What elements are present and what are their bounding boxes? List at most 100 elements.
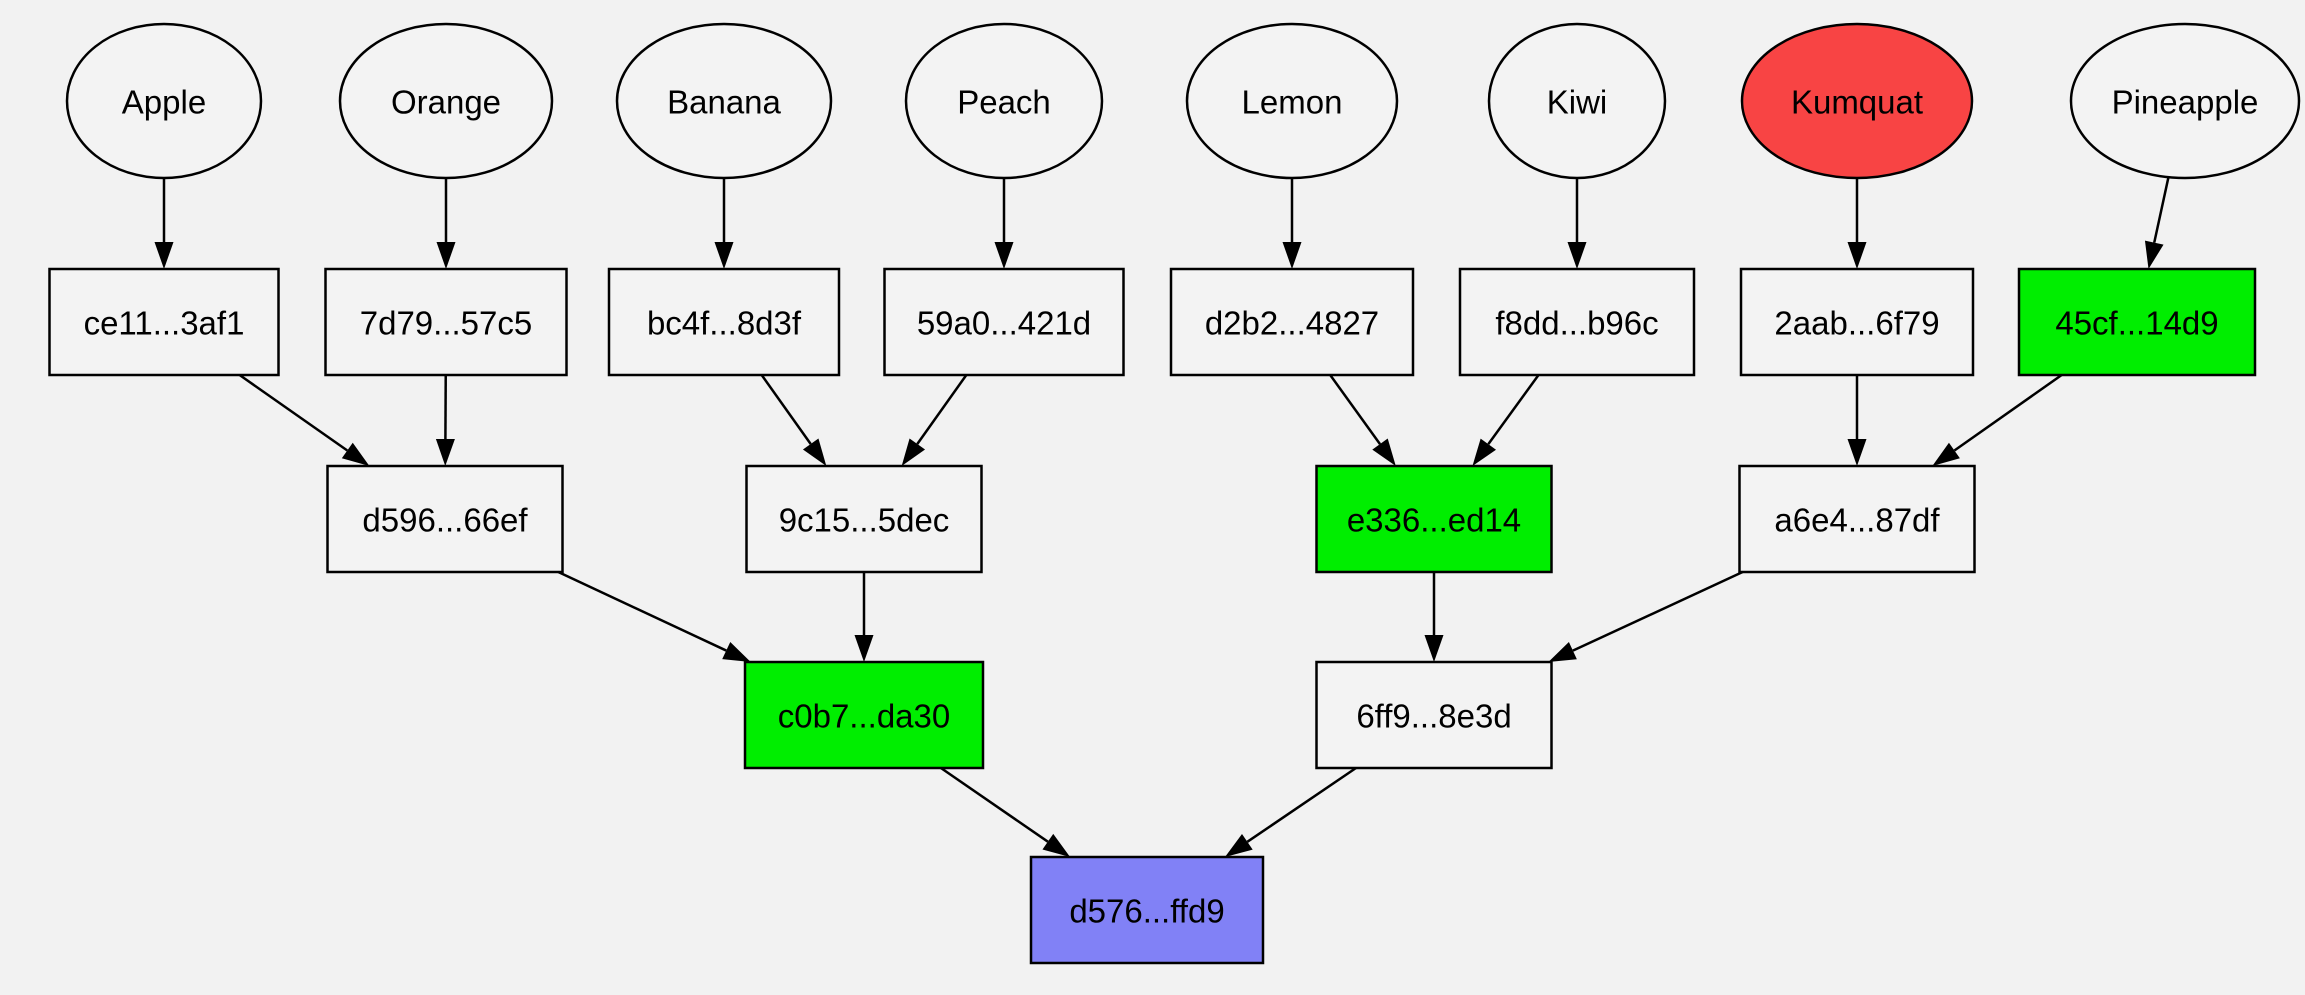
arrowhead-icon xyxy=(995,242,1014,269)
node-label-orange: Orange xyxy=(391,84,501,121)
node-pineapple: Pineapple xyxy=(2071,24,2299,178)
arrowhead-icon xyxy=(342,443,370,466)
node-hash-d596: d596...66ef xyxy=(328,466,563,572)
edge-hash-c0b7-to-root-d576 xyxy=(941,768,1070,857)
node-label-apple: Apple xyxy=(122,84,206,121)
node-label-hash-9c15: 9c15...5dec xyxy=(779,502,950,539)
edge-pineapple-to-hash-45cf xyxy=(2145,177,2168,269)
arrowhead-icon xyxy=(902,438,925,466)
edge-shaft xyxy=(941,768,1048,842)
node-label-kiwi: Kiwi xyxy=(1547,84,1608,121)
edge-shaft xyxy=(1330,375,1380,444)
node-label-hash-d596: d596...66ef xyxy=(362,502,528,539)
arrowhead-icon xyxy=(437,242,456,269)
arrowhead-icon xyxy=(436,439,455,466)
edge-banana-to-hash-bc4f xyxy=(715,178,734,269)
edge-shaft xyxy=(1954,375,2061,450)
node-label-hash-45cf: 45cf...14d9 xyxy=(2055,305,2218,342)
node-label-lemon: Lemon xyxy=(1242,84,1343,121)
arrowhead-icon xyxy=(855,635,874,662)
node-hash-7d79: 7d79...57c5 xyxy=(326,269,567,375)
node-hash-9c15: 9c15...5dec xyxy=(747,466,982,572)
node-hash-d2b2: d2b2...4827 xyxy=(1171,269,1413,375)
arrowhead-icon xyxy=(1225,834,1253,857)
edge-hash-59a0-to-hash-9c15 xyxy=(902,375,967,466)
arrowhead-icon xyxy=(715,242,734,269)
node-label-pineapple: Pineapple xyxy=(2112,84,2259,121)
node-hash-e336: e336...ed14 xyxy=(1317,466,1552,572)
edge-shaft xyxy=(1488,375,1538,444)
edge-orange-to-hash-7d79 xyxy=(437,178,456,269)
arrowhead-icon xyxy=(722,642,750,662)
edge-shaft xyxy=(558,572,726,651)
arrowhead-icon xyxy=(1472,439,1496,466)
edge-shaft xyxy=(240,375,348,451)
node-hash-bc4f: bc4f...8d3f xyxy=(609,269,839,375)
edge-shaft xyxy=(2154,177,2168,242)
edge-kiwi-to-hash-f8dd xyxy=(1568,178,1587,269)
node-hash-ce11: ce11...3af1 xyxy=(50,269,279,375)
node-label-hash-f8dd: f8dd...b96c xyxy=(1495,305,1658,342)
arrowhead-icon xyxy=(2145,241,2164,269)
edge-hash-e336-to-hash-6ff9 xyxy=(1425,572,1444,662)
arrowhead-icon xyxy=(1548,642,1576,662)
node-label-hash-59a0: 59a0...421d xyxy=(917,305,1091,342)
arrowhead-icon xyxy=(803,438,826,466)
node-label-hash-bc4f: bc4f...8d3f xyxy=(647,305,802,342)
node-orange: Orange xyxy=(340,24,552,178)
node-lemon: Lemon xyxy=(1187,24,1397,178)
node-hash-2aab: 2aab...6f79 xyxy=(1741,269,1973,375)
edge-hash-d2b2-to-hash-e336 xyxy=(1330,375,1396,466)
arrowhead-icon xyxy=(1848,242,1867,269)
arrowhead-icon xyxy=(1425,635,1444,662)
edge-peach-to-hash-59a0 xyxy=(995,178,1014,269)
node-label-peach: Peach xyxy=(957,84,1051,121)
node-label-hash-7d79: 7d79...57c5 xyxy=(360,305,532,342)
edge-shaft xyxy=(917,375,966,444)
node-label-root-d576: d576...ffd9 xyxy=(1069,893,1224,930)
node-hash-6ff9: 6ff9...8e3d xyxy=(1317,662,1552,768)
edge-hash-2aab-to-hash-a6e4 xyxy=(1848,375,1867,466)
node-apple: Apple xyxy=(67,24,261,178)
edge-shaft xyxy=(1247,768,1356,842)
edge-hash-a6e4-to-hash-6ff9 xyxy=(1548,572,1742,662)
edge-shaft xyxy=(762,375,811,444)
node-hash-59a0: 59a0...421d xyxy=(885,269,1124,375)
edge-kumquat-to-hash-2aab xyxy=(1848,178,1867,269)
node-label-hash-6ff9: 6ff9...8e3d xyxy=(1356,698,1511,735)
node-label-hash-ce11: ce11...3af1 xyxy=(84,305,245,342)
node-hash-a6e4: a6e4...87df xyxy=(1740,466,1975,572)
edge-hash-f8dd-to-hash-e336 xyxy=(1472,375,1538,466)
node-peach: Peach xyxy=(906,24,1102,178)
edge-hash-9c15-to-hash-c0b7 xyxy=(855,572,874,662)
node-hash-f8dd: f8dd...b96c xyxy=(1460,269,1694,375)
merkle-tree-figure: Apple Orange Banana Peach Lemon Kiwi Kumquat Pi… xyxy=(40,16,2305,979)
node-label-hash-d2b2: d2b2...4827 xyxy=(1205,305,1379,342)
edge-hash-7d79-to-hash-d596 xyxy=(436,375,455,466)
node-kiwi: Kiwi xyxy=(1489,24,1665,178)
edge-lemon-to-hash-d2b2 xyxy=(1283,178,1302,269)
edge-hash-d596-to-hash-c0b7 xyxy=(558,572,750,662)
edge-hash-45cf-to-hash-a6e4 xyxy=(1932,375,2061,466)
arrowhead-icon xyxy=(1568,242,1587,269)
node-label-hash-c0b7: c0b7...da30 xyxy=(778,698,950,735)
arrowhead-icon xyxy=(1848,439,1867,466)
edge-hash-6ff9-to-root-d576 xyxy=(1225,768,1356,857)
node-kumquat: Kumquat xyxy=(1742,24,1972,178)
node-label-banana: Banana xyxy=(667,84,781,121)
arrowhead-icon xyxy=(1042,834,1070,857)
edge-apple-to-hash-ce11 xyxy=(155,178,174,269)
node-label-hash-2aab: 2aab...6f79 xyxy=(1774,305,1939,342)
merkle-tree-diagram: Apple Orange Banana Peach Lemon Kiwi Kumquat Pi… xyxy=(40,16,2305,979)
arrowhead-icon xyxy=(1372,439,1395,466)
node-hash-45cf: 45cf...14d9 xyxy=(2019,269,2255,375)
arrowhead-icon xyxy=(1283,242,1302,269)
arrowhead-icon xyxy=(155,242,174,269)
node-label-hash-e336: e336...ed14 xyxy=(1347,502,1521,539)
arrowhead-icon xyxy=(1932,443,1960,466)
node-label-hash-a6e4: a6e4...87df xyxy=(1774,502,1940,539)
node-hash-c0b7: c0b7...da30 xyxy=(745,662,983,768)
node-root-d576: d576...ffd9 xyxy=(1031,857,1263,963)
edge-hash-ce11-to-hash-d596 xyxy=(240,375,370,466)
edge-shaft xyxy=(1573,572,1743,651)
